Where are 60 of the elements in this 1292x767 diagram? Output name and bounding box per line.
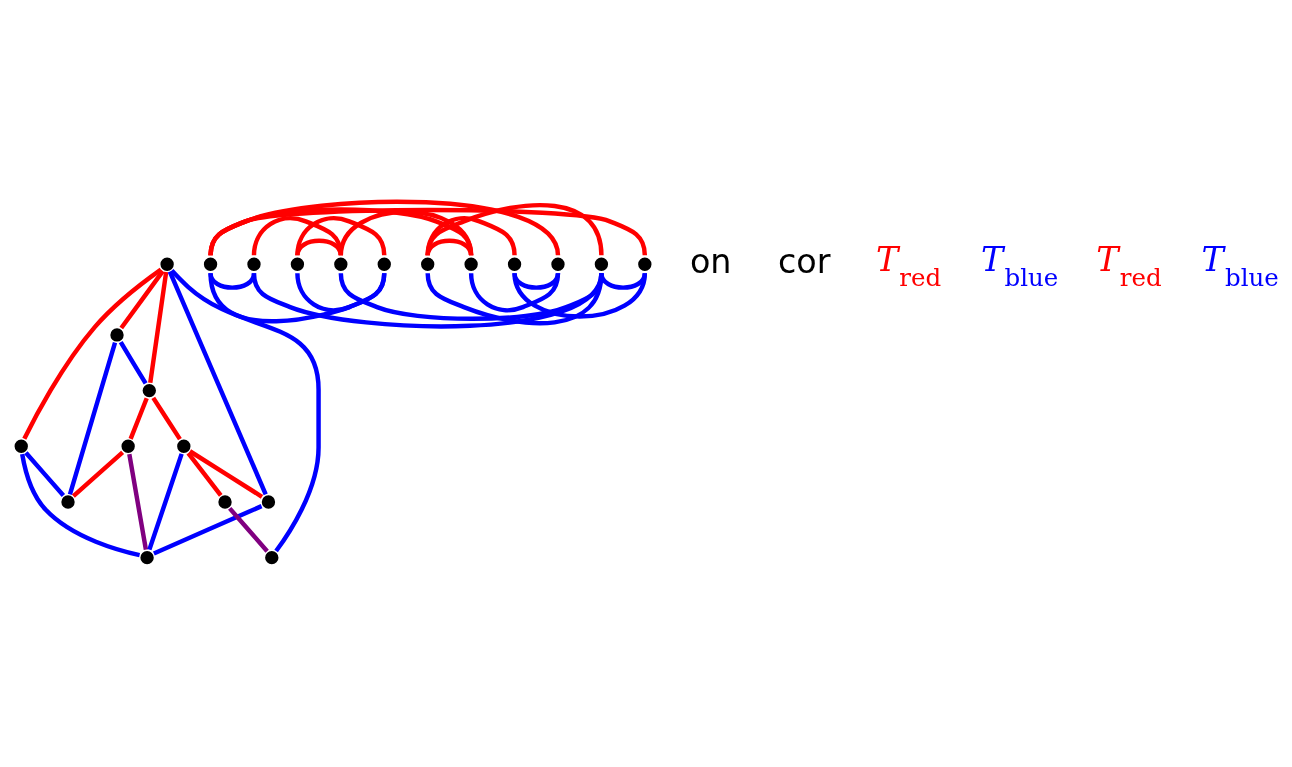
node-circle [505,255,523,274]
node-circle [374,255,393,274]
connector [150,396,182,441]
connector [511,272,647,319]
connector [227,506,269,553]
node-circle [137,548,156,567]
label: cor [777,241,830,281]
node-circle [548,255,567,274]
node-circle [461,255,480,274]
label: T$_{blue}$ [1201,240,1279,292]
connector [424,272,604,326]
connector [167,270,268,496]
connector [424,202,604,256]
connector [146,453,184,551]
connector [207,207,647,256]
connector [207,272,256,290]
label: T$_{red}$ [1095,240,1162,292]
connector [147,271,168,384]
connector [425,238,473,256]
node-circle [157,255,176,274]
label: T$_{blue}$ [980,240,1058,292]
node-circle [331,255,350,274]
node-circle [259,493,277,511]
node-circle [118,437,137,456]
node-circle [592,255,610,274]
node-circle [139,381,158,400]
connector [185,451,223,497]
connector [126,453,148,551]
connector [294,272,386,313]
connector [21,267,162,440]
connector [19,453,140,558]
connector [188,449,263,499]
label: on [689,241,732,281]
connector [424,216,517,256]
connector [23,451,65,498]
connector [169,269,321,553]
connector [119,269,165,330]
connector [338,209,473,256]
connector [152,504,262,556]
connector [294,216,386,256]
connector [251,216,343,256]
connector [468,272,560,313]
connector [71,450,124,498]
node-circle [244,255,263,274]
node-circle [107,326,126,344]
node-circle [418,255,437,274]
node-circle [11,437,30,456]
label: T$_{red}$ [875,240,941,292]
connector [128,397,149,440]
node-circle [215,493,234,511]
node-circle [201,255,219,274]
node-circle [174,437,193,456]
connector [118,341,148,385]
connector [67,342,117,495]
connector [251,272,604,329]
node-circle [58,493,77,511]
node-circle [288,255,306,274]
connector [207,272,386,324]
node-circle [635,255,654,274]
node-circle [262,548,281,567]
